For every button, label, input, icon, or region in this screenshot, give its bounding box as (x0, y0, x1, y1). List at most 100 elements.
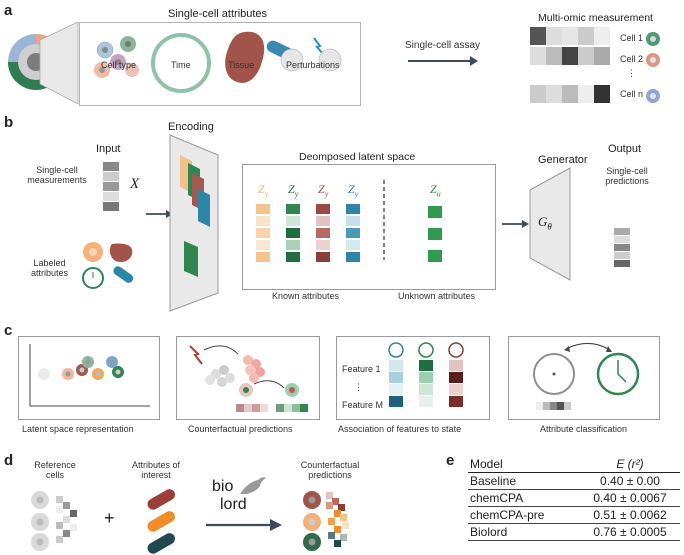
row-model: Biolord (470, 525, 508, 539)
encoding-label: Encoding (168, 121, 214, 133)
z-sub-3: y (324, 189, 329, 199)
cell-n-label: Cell n (620, 89, 644, 99)
row-model: chemCPA (470, 491, 524, 505)
row-value: 0.40 ± 0.00 (600, 474, 660, 488)
generator-shape (529, 167, 571, 281)
z-sub-1: y (264, 189, 269, 199)
row-model: Baseline (470, 474, 517, 488)
table-row: chemCPA 0.40 ± 0.0067 (468, 490, 680, 507)
measurement-title: Multi-omic measurement (538, 12, 653, 24)
cell-1-label: Cell 1 (620, 33, 644, 43)
table-header-row: Model E (r²) (468, 456, 680, 473)
measurement-matrix (530, 27, 610, 103)
attribute-pills (147, 489, 175, 554)
labeled-attributes-label: Labeled attributes (30, 258, 69, 278)
row-value: 0.40 ± 0.0067 (593, 491, 667, 505)
latent-divider (383, 180, 385, 260)
assay-label: Single-cell assay (405, 40, 481, 51)
known-attributes-label: Known attributes (272, 291, 340, 301)
row-model: chemCPA-pre (470, 508, 545, 522)
panel-letter-b: b (4, 114, 14, 131)
header-metric: E (r²) (616, 457, 644, 471)
table-row: Baseline 0.40 ± 0.00 (468, 473, 680, 490)
reference-cells (31, 491, 77, 551)
plus-sign: + (104, 508, 115, 528)
z-sub-2: y (294, 189, 299, 199)
association-heatmap (388, 342, 464, 407)
logo-bottom-text: lord (220, 496, 247, 513)
g-label: G (538, 214, 548, 229)
z-sub-4: y (354, 189, 359, 199)
latent-to-generator-arrow (502, 220, 529, 228)
results-table: Model E (r²) Baseline 0.40 ± 0.00 chemCP… (468, 456, 680, 541)
classification-illustration (533, 342, 640, 410)
latent-scatter (29, 344, 150, 407)
labeled-attribute-icons (82, 242, 134, 289)
input-label: Input (96, 143, 121, 155)
z-label-2: Z (288, 182, 295, 196)
header-model: Model (470, 457, 503, 471)
bird-icon (240, 477, 266, 494)
sc-measurements-label: Single-cell measurements (27, 165, 87, 185)
biolord-logo: bio lord (212, 477, 272, 522)
zu-label: Z (430, 182, 437, 196)
input-to-encoder-arrow (146, 210, 173, 218)
caption-latent: Latent space representation (22, 424, 134, 434)
panel-letter-d: d (4, 452, 14, 469)
caption-classification: Attribute classification (540, 424, 628, 434)
output-bar (614, 228, 630, 267)
attributes-box (79, 22, 361, 106)
clock-icon (151, 33, 211, 93)
sc-predictions-label: Single-cell predictions (605, 166, 649, 186)
latent-space-box (242, 164, 496, 290)
counterfactual-predictions-label: Counterfactual predictions (300, 460, 360, 480)
reference-cells-label: Reference cells (34, 460, 76, 480)
panel-letter-e: e (446, 452, 455, 469)
z-label-4: Z (348, 182, 355, 196)
encoder-shape (169, 134, 219, 312)
association-box (336, 336, 490, 420)
tissue-icon (225, 31, 265, 83)
cell-dots-icons (646, 32, 660, 103)
tissue-label: Tissue (228, 60, 255, 70)
attributes-interest-label: Attributes of interest (131, 460, 181, 480)
cell-type-icons (94, 36, 139, 78)
feature-m-label: Feature M (342, 400, 384, 410)
g-sub: θ (547, 221, 552, 232)
panel-letter-c: c (4, 322, 13, 339)
logo-top-text: bio (212, 478, 234, 495)
table-row: Biolord 0.76 ± 0.0005 (468, 524, 680, 541)
zu-sub: u (436, 189, 441, 199)
table-row: chemCPA-pre 0.51 ± 0.0062 (468, 507, 680, 524)
time-label: Time (171, 60, 191, 70)
cell-2-label: Cell 2 (620, 54, 644, 64)
assay-arrow (408, 56, 478, 66)
generator-label: Generator (538, 154, 588, 166)
feature-dots-label: ⋮ (354, 382, 363, 392)
feature-1-label: Feature 1 (342, 364, 381, 374)
latent-columns: Zy Zy Zy Zy Zu (258, 182, 488, 272)
perturbations-label: Perturbations (286, 60, 340, 70)
cell-type-label: Cell type (101, 60, 137, 70)
panel-letter-a: a (4, 2, 13, 19)
z-label-1: Z (258, 182, 265, 196)
output-label: Output (608, 143, 642, 155)
caption-association: Association of features to state (338, 424, 462, 434)
latent-title: Deomposed latent space (299, 151, 416, 163)
unknown-attributes-label: Unknown attributes (398, 291, 476, 301)
latent-bars (256, 204, 442, 262)
counterfactual-illustration (189, 345, 308, 412)
zoom-lines (39, 21, 79, 105)
row-value: 0.51 ± 0.0062 (593, 508, 667, 522)
row-value: 0.76 ± 0.0005 (593, 525, 667, 539)
caption-counterfactual: Counterfactual predictions (188, 424, 293, 434)
perturbation-icons (266, 37, 342, 72)
generator-symbol: Gθ (538, 214, 552, 232)
cell-dots-label: ⋮ (627, 68, 636, 78)
z-label-3: Z (318, 182, 325, 196)
attributes-title: Single-cell attributes (168, 8, 268, 20)
input-bar (103, 162, 119, 211)
x-symbol: X (130, 176, 140, 192)
counterfactual-stacks (303, 491, 349, 551)
biolord-arrow (206, 519, 282, 531)
